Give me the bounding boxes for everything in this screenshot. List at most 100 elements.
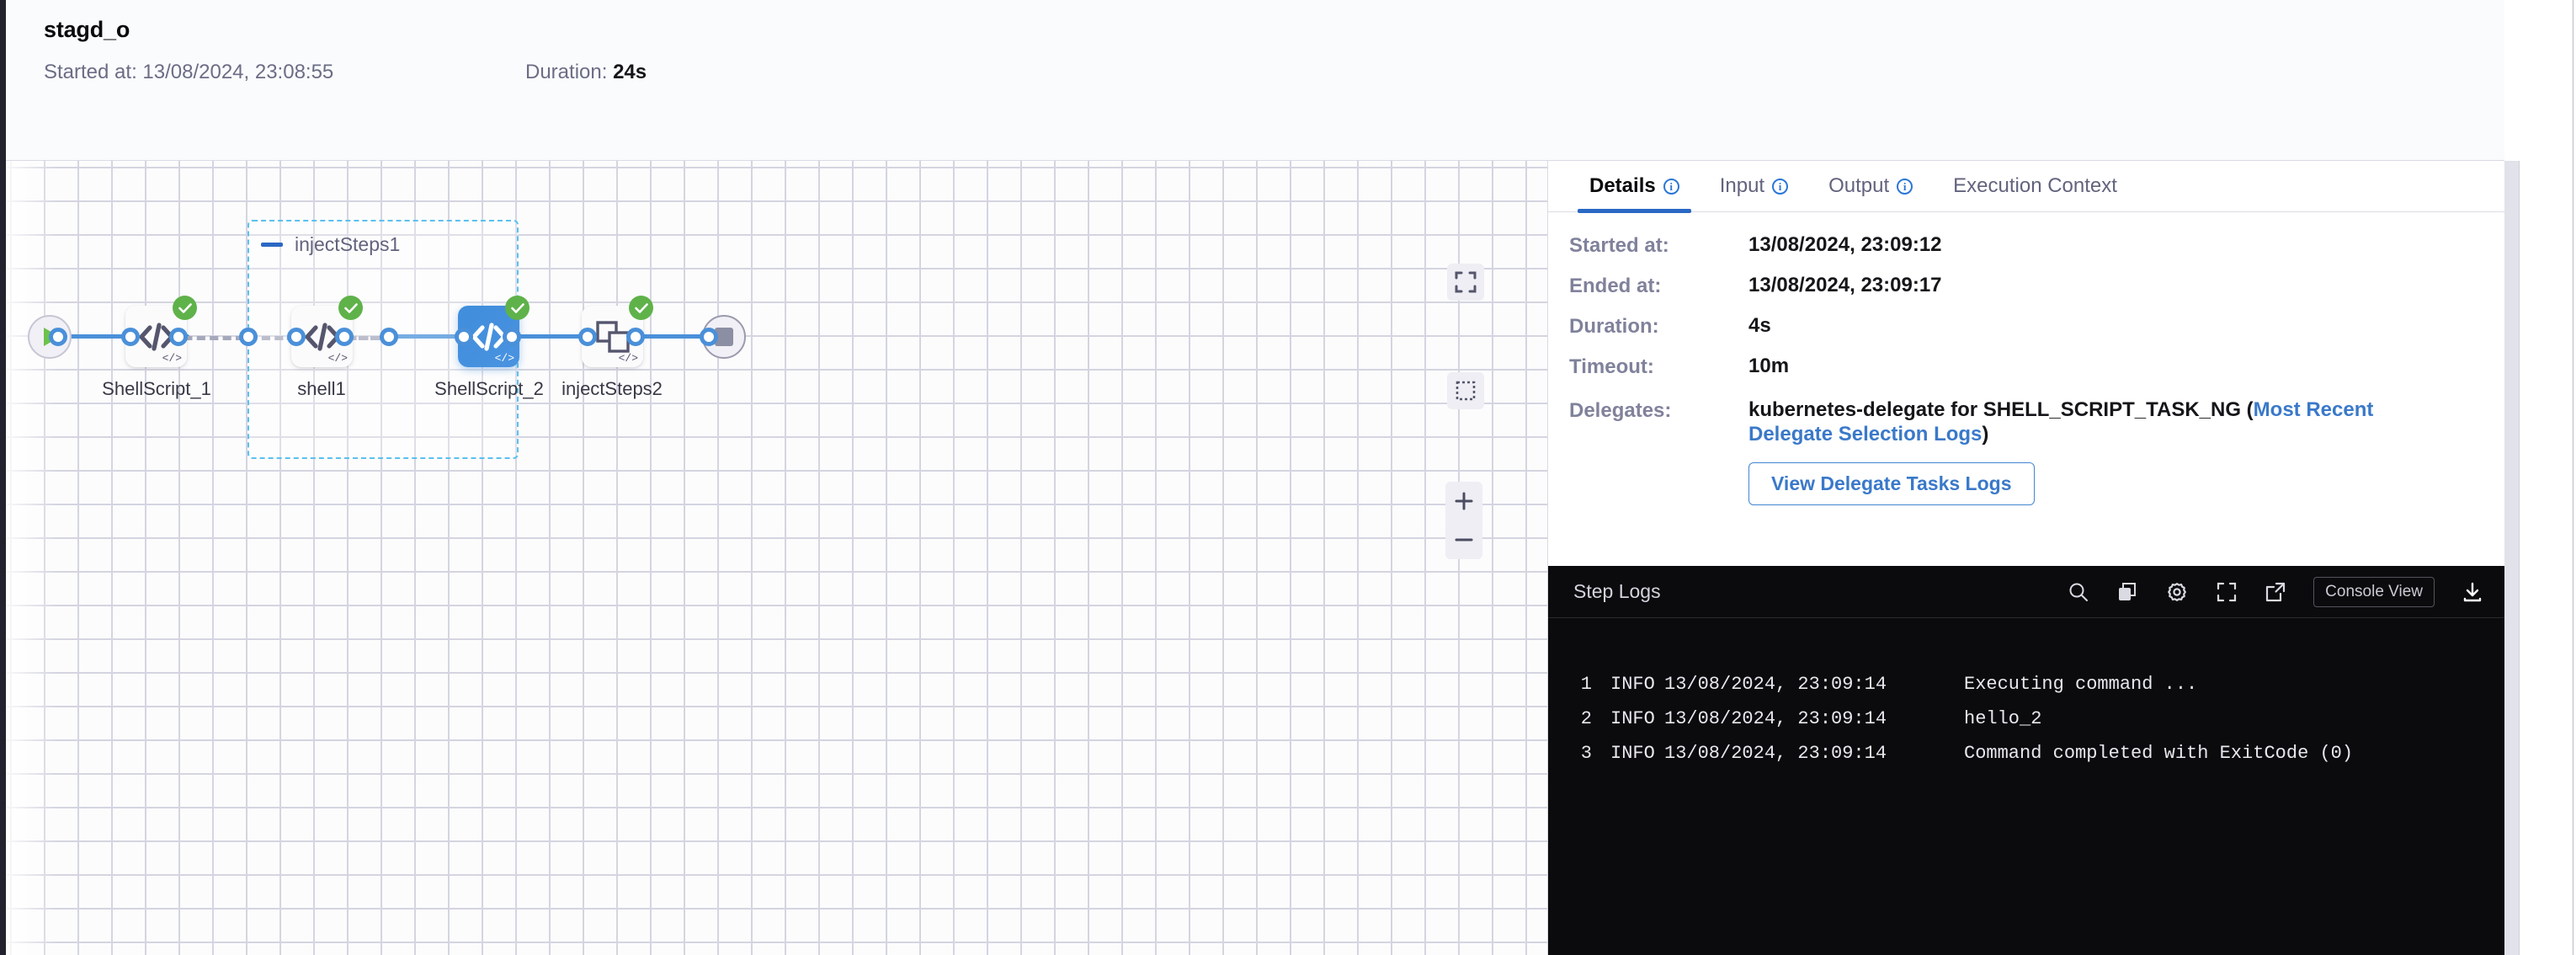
- console-view-toggle[interactable]: Console View: [2313, 576, 2435, 607]
- port-group-out[interactable]: [380, 328, 398, 346]
- detail-label: Delegates:: [1569, 399, 1672, 422]
- port-shellscript1-in[interactable]: [121, 328, 140, 346]
- log-line: 2 INFO 13/08/2024, 23:09:14 hello_2: [1548, 702, 2505, 736]
- detail-value: 13/08/2024, 23:09:17: [1748, 274, 1942, 296]
- duration-value: 24s: [613, 61, 647, 83]
- zoom-controls[interactable]: [1445, 482, 1482, 559]
- external-link-icon[interactable]: [2265, 581, 2286, 603]
- tab-execution-context[interactable]: Execution Context: [1933, 161, 2137, 212]
- zoom-in-button[interactable]: [1445, 482, 1482, 520]
- gear-icon[interactable]: [2165, 580, 2189, 604]
- edge-injectsteps2-to-end: [636, 334, 716, 339]
- group-header: injectSteps1: [261, 233, 400, 256]
- outer-margin: [2520, 0, 2576, 955]
- port-injectsteps2-out[interactable]: [626, 328, 645, 346]
- code-badge-icon: </>: [327, 352, 348, 365]
- log-line-number: 1: [1580, 674, 1592, 695]
- node-label-shellscript2: ShellScript_2: [434, 378, 544, 399]
- edge-shellscript1-to-shell1: [182, 336, 291, 340]
- port-shell1-out[interactable]: [335, 328, 354, 346]
- status-badge-success: [629, 296, 653, 320]
- check-icon: [510, 302, 524, 313]
- detail-row-timeout: Timeout: 10m: [1548, 354, 2504, 379]
- port-shellscript1-out[interactable]: [169, 328, 188, 346]
- view-delegate-tasks-logs-button[interactable]: View Delegate Tasks Logs: [1748, 461, 2035, 505]
- copy-icon[interactable]: [2116, 581, 2138, 603]
- started-at-meta: Started at: 13/08/2024, 23:08:55: [44, 61, 333, 84]
- edge-shell1-to-group-exit: [346, 336, 386, 340]
- detail-label: Started at:: [1569, 234, 1669, 257]
- log-line: 1 INFO 13/08/2024, 23:09:14 Executing co…: [1548, 667, 2505, 702]
- tab-details[interactable]: Details i: [1569, 161, 1700, 213]
- zoom-out-button[interactable]: [1445, 520, 1482, 559]
- port-injectsteps2-in[interactable]: [578, 328, 597, 346]
- info-icon[interactable]: i: [1897, 178, 1913, 195]
- log-line-number: 2: [1580, 708, 1592, 729]
- step-logs-panel: Step Logs: [1548, 566, 2505, 955]
- started-at-label: Started at:: [44, 61, 137, 83]
- fullscreen-icon[interactable]: [2216, 581, 2238, 603]
- check-icon: [343, 302, 358, 313]
- dashed-square-icon: [1456, 381, 1476, 401]
- check-icon: [634, 302, 648, 313]
- delegate-selection-logs-link[interactable]: Most Recent Delegate Selection Logs: [1748, 398, 2374, 446]
- page-title: stagd_o: [44, 17, 130, 42]
- tab-input-label: Input: [1719, 174, 1765, 197]
- node-shell1[interactable]: </>: [291, 296, 363, 367]
- edge-group-to-shellscript2: [389, 334, 463, 339]
- log-line: 3 INFO 13/08/2024, 23:09:14 Command comp…: [1548, 736, 2505, 771]
- download-icon[interactable]: [2462, 581, 2483, 603]
- node-label-shell1: shell1: [297, 378, 346, 399]
- plus-icon: [1455, 492, 1473, 510]
- check-icon: [178, 302, 192, 313]
- detail-row-ended-at: Ended at: 13/08/2024, 23:09:17: [1548, 273, 2504, 298]
- search-icon[interactable]: [2068, 581, 2089, 603]
- pipeline-canvas[interactable]: injectSteps1 </>: [6, 161, 1547, 955]
- detail-rows: Started at: 13/08/2024, 23:09:12 Ended a…: [1548, 212, 2504, 505]
- port-shell1-in[interactable]: [287, 328, 306, 346]
- port-group-in[interactable]: [239, 328, 258, 346]
- tab-details-label: Details: [1589, 174, 1656, 197]
- duration-label: Duration:: [525, 61, 608, 83]
- execution-header: stagd_o Started at: 13/08/2024, 23:08:55…: [6, 0, 2504, 161]
- minus-icon: [1455, 538, 1473, 542]
- duration-meta: Duration: 24s: [525, 61, 647, 84]
- port-shellscript2-out[interactable]: [503, 328, 521, 346]
- log-timestamp: 13/08/2024, 23:09:14: [1664, 708, 1887, 729]
- port-shellscript2-in[interactable]: [455, 328, 473, 346]
- code-badge-icon: </>: [494, 352, 514, 365]
- log-timestamp: 13/08/2024, 23:09:14: [1664, 674, 1887, 695]
- port-start-out[interactable]: [49, 328, 67, 346]
- tab-output-label: Output: [1828, 174, 1890, 197]
- end-node[interactable]: [702, 315, 746, 359]
- fit-screen-icon: [1455, 271, 1477, 293]
- detail-value: 13/08/2024, 23:09:12: [1748, 233, 1942, 256]
- log-level: INFO: [1610, 708, 1655, 729]
- info-icon[interactable]: i: [1772, 178, 1789, 195]
- step-logs-body[interactable]: 1 INFO 13/08/2024, 23:09:14 Executing co…: [1548, 618, 2505, 955]
- selection-marquee-button[interactable]: [1447, 372, 1484, 409]
- detail-row-delegates: Delegates: kubernetes-delegate for SHELL…: [1548, 397, 2504, 447]
- fit-to-screen-button[interactable]: [1447, 264, 1484, 301]
- log-level: INFO: [1610, 743, 1655, 764]
- detail-label: Duration:: [1569, 315, 1659, 338]
- tab-output[interactable]: Output i: [1808, 161, 1933, 212]
- status-badge-success: [505, 296, 530, 320]
- log-message: hello_2: [1964, 708, 2042, 729]
- stop-icon: [715, 328, 733, 346]
- detail-value: 4s: [1748, 314, 1771, 337]
- port-end-in[interactable]: [700, 328, 718, 346]
- stacked-squares-icon: [595, 320, 630, 353]
- panel-scrollbar-gutter[interactable]: [2504, 161, 2519, 955]
- started-at-value: 13/08/2024, 23:08:55: [142, 61, 334, 83]
- info-icon[interactable]: i: [1663, 178, 1679, 195]
- code-badge-icon: </>: [162, 352, 182, 365]
- delegate-value: kubernetes-delegate for SHELL_SCRIPT_TAS…: [1748, 397, 2388, 447]
- node-label-injectsteps2: injectSteps2: [562, 378, 663, 399]
- minus-icon[interactable]: [261, 243, 283, 247]
- tab-input[interactable]: Input i: [1700, 161, 1808, 212]
- delegate-suffix: ): [1982, 423, 1989, 446]
- code-badge-icon: </>: [618, 352, 638, 365]
- detail-label: Ended at:: [1569, 275, 1662, 297]
